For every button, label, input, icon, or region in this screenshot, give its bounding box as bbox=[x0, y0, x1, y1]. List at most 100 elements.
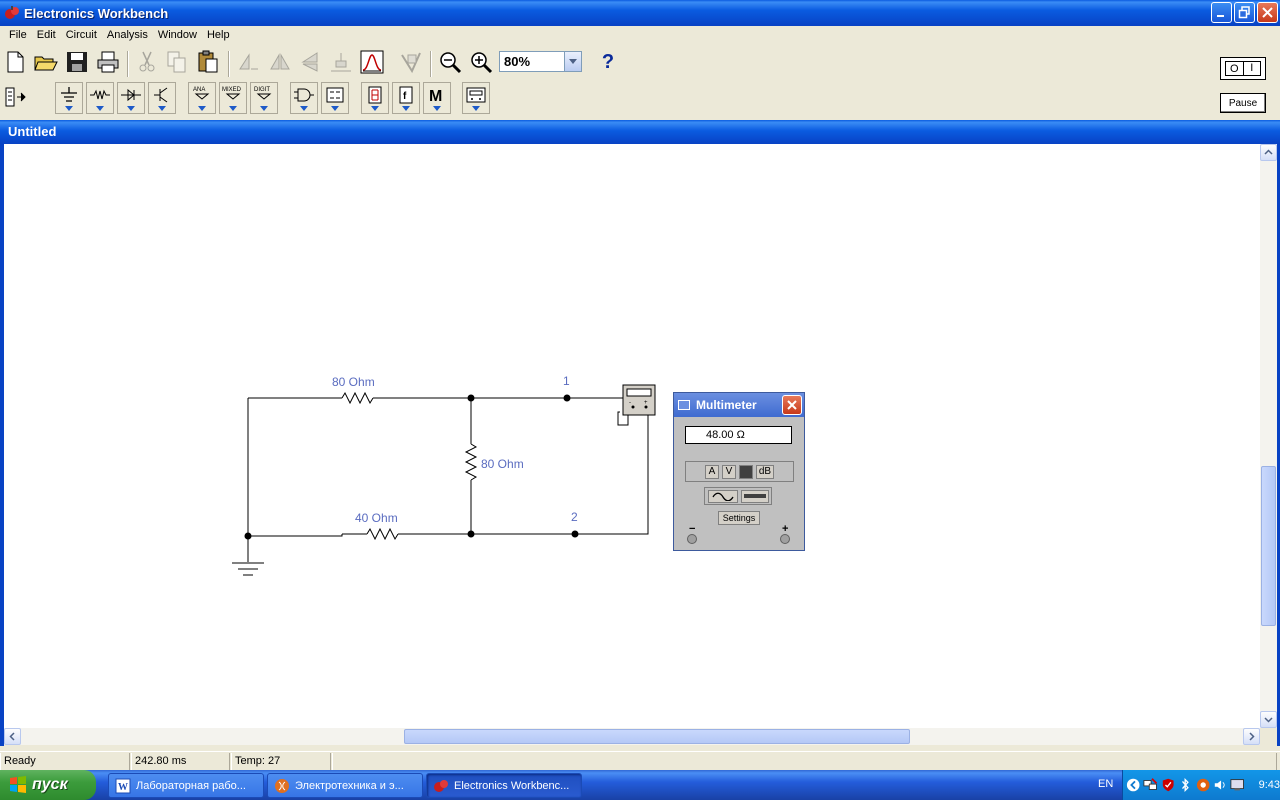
favorites-bin-icon bbox=[5, 87, 26, 107]
save-disk-icon bbox=[67, 52, 87, 72]
new-button[interactable] bbox=[0, 47, 30, 77]
workbench-app-icon bbox=[5, 6, 19, 19]
horizontal-scroll-thumb[interactable] bbox=[404, 729, 910, 744]
component-properties-button[interactable] bbox=[326, 47, 356, 77]
circuit-schematic: - + 80 Ohm 80 Ohm 40 Ohm 1 2 bbox=[232, 374, 656, 576]
resistor-r3[interactable] bbox=[366, 527, 399, 541]
save-button[interactable] bbox=[62, 47, 92, 77]
node-2-dot[interactable] bbox=[571, 530, 579, 538]
scroll-down-button[interactable] bbox=[1260, 711, 1277, 728]
taskbar: пуск W Лабораторная рабо... Электротехни… bbox=[0, 770, 1280, 800]
print-button[interactable] bbox=[93, 47, 123, 77]
node-1-dot[interactable] bbox=[563, 394, 571, 402]
clock[interactable]: 9:43 bbox=[1258, 779, 1280, 791]
favorites-bin-button[interactable] bbox=[2, 82, 30, 112]
paste-button[interactable] bbox=[193, 47, 223, 77]
resistor-r1[interactable] bbox=[341, 391, 374, 405]
mode-volt-button[interactable]: V bbox=[722, 464, 736, 479]
controls-bin-button[interactable]: f bbox=[392, 82, 420, 114]
scroll-up-button[interactable] bbox=[1260, 144, 1277, 161]
circuit-canvas[interactable]: - + 80 Ohm 80 Ohm 40 Ohm 1 2 bbox=[4, 144, 1260, 728]
flip-flop-icon bbox=[326, 87, 344, 103]
negative-terminal-jack[interactable] bbox=[687, 534, 697, 544]
vertical-scroll-thumb[interactable] bbox=[1261, 466, 1276, 626]
diodes-bin-button[interactable] bbox=[117, 82, 145, 114]
mixed-ic-icon: MIXED bbox=[222, 87, 242, 100]
subcircuit-button[interactable] bbox=[396, 47, 426, 77]
ground-symbol[interactable] bbox=[232, 536, 264, 576]
sources-bin-button[interactable] bbox=[55, 82, 83, 114]
zoom-in-button[interactable] bbox=[466, 47, 496, 77]
language-indicator[interactable]: EN bbox=[1098, 778, 1114, 790]
subcircuit-icon bbox=[401, 52, 421, 74]
antivirus-icon[interactable] bbox=[1196, 777, 1210, 793]
rotate-button[interactable] bbox=[234, 47, 264, 77]
flip-vertical-button[interactable] bbox=[265, 47, 295, 77]
menu-window[interactable]: Window bbox=[157, 29, 197, 41]
mixed-ic-bin-button[interactable]: MIXED bbox=[219, 82, 247, 114]
zoom-dropdown-arrow[interactable] bbox=[564, 52, 581, 71]
zoom-out-button[interactable] bbox=[435, 47, 465, 77]
digital-ic-bin-button[interactable]: DIGIT bbox=[250, 82, 278, 114]
zoom-select[interactable]: 80% bbox=[499, 51, 582, 72]
dc-button[interactable] bbox=[740, 489, 769, 503]
menu-help[interactable]: Help bbox=[206, 29, 230, 41]
multimeter-component[interactable]: - + bbox=[622, 384, 656, 416]
activate-simulation-switch[interactable]: O I bbox=[1220, 57, 1266, 80]
cut-button[interactable] bbox=[132, 47, 162, 77]
close-icon bbox=[787, 400, 797, 410]
document-title[interactable]: Untitled bbox=[0, 120, 1280, 144]
help-button[interactable]: ? bbox=[593, 47, 623, 77]
menu-analysis[interactable]: Analysis bbox=[106, 29, 148, 41]
bluetooth-icon[interactable] bbox=[1178, 777, 1192, 793]
menu-edit[interactable]: Edit bbox=[36, 29, 56, 41]
close-button[interactable] bbox=[1257, 2, 1278, 23]
multimeter-close-button[interactable] bbox=[782, 395, 802, 415]
display-icon[interactable] bbox=[1230, 777, 1245, 793]
scroll-left-button[interactable] bbox=[4, 728, 21, 745]
indicators-bin-button[interactable] bbox=[361, 82, 389, 114]
pause-button[interactable]: Pause bbox=[1220, 93, 1266, 113]
digital-bin-button[interactable] bbox=[321, 82, 349, 114]
multimeter-window[interactable]: Multimeter 48.00 Ω A V Ω dB Settings − + bbox=[673, 392, 805, 551]
analysis-graphs-button[interactable] bbox=[357, 47, 387, 77]
minimize-button[interactable] bbox=[1211, 2, 1232, 23]
task-electrotechnics[interactable]: Электротехника и э... bbox=[267, 773, 423, 798]
horizontal-scrollbar[interactable] bbox=[4, 728, 1260, 745]
logic-gates-bin-button[interactable] bbox=[290, 82, 318, 114]
seven-segment-icon bbox=[368, 86, 382, 104]
transistor-icon bbox=[154, 87, 168, 103]
restore-button[interactable] bbox=[1234, 2, 1255, 23]
basic-bin-button[interactable] bbox=[86, 82, 114, 114]
multimeter-settings-button[interactable]: Settings bbox=[718, 511, 760, 525]
wire bbox=[373, 397, 629, 426]
transistors-bin-button[interactable] bbox=[148, 82, 176, 114]
miscellaneous-bin-button[interactable]: M bbox=[423, 82, 451, 114]
vertical-scrollbar[interactable] bbox=[1260, 144, 1277, 728]
multimeter-title: Multimeter bbox=[696, 398, 757, 412]
mode-decibel-button[interactable]: dB bbox=[756, 464, 774, 479]
analog-ic-bin-button[interactable]: ANA bbox=[188, 82, 216, 114]
task-lab-document[interactable]: W Лабораторная рабо... bbox=[108, 773, 264, 798]
network-icon[interactable] bbox=[1143, 777, 1158, 793]
menu-circuit[interactable]: Circuit bbox=[65, 29, 97, 41]
flip-horizontal-button[interactable] bbox=[295, 47, 325, 77]
menu-file[interactable]: File bbox=[9, 29, 27, 41]
app-title-bar[interactable]: Electronics Workbench bbox=[0, 0, 1280, 26]
task-electronics-workbench[interactable]: Electronics Workbenc... bbox=[426, 773, 582, 798]
misc-label: M bbox=[429, 88, 442, 105]
tray-expand-icon[interactable] bbox=[1126, 777, 1140, 793]
ac-button[interactable] bbox=[707, 489, 738, 503]
open-button[interactable] bbox=[31, 47, 61, 77]
security-shield-icon[interactable] bbox=[1161, 777, 1175, 793]
copy-button[interactable] bbox=[162, 47, 192, 77]
resistor-r2[interactable] bbox=[464, 443, 478, 481]
start-button[interactable]: пуск bbox=[0, 770, 96, 800]
positive-terminal-jack[interactable] bbox=[780, 534, 790, 544]
instruments-bin-button[interactable] bbox=[462, 82, 490, 114]
multimeter-title-bar[interactable]: Multimeter bbox=[674, 393, 804, 417]
volume-icon[interactable] bbox=[1213, 777, 1227, 793]
mode-ampere-button[interactable]: A bbox=[705, 464, 719, 479]
scroll-right-button[interactable] bbox=[1243, 728, 1260, 745]
mode-ohm-button[interactable]: Ω bbox=[739, 464, 753, 479]
